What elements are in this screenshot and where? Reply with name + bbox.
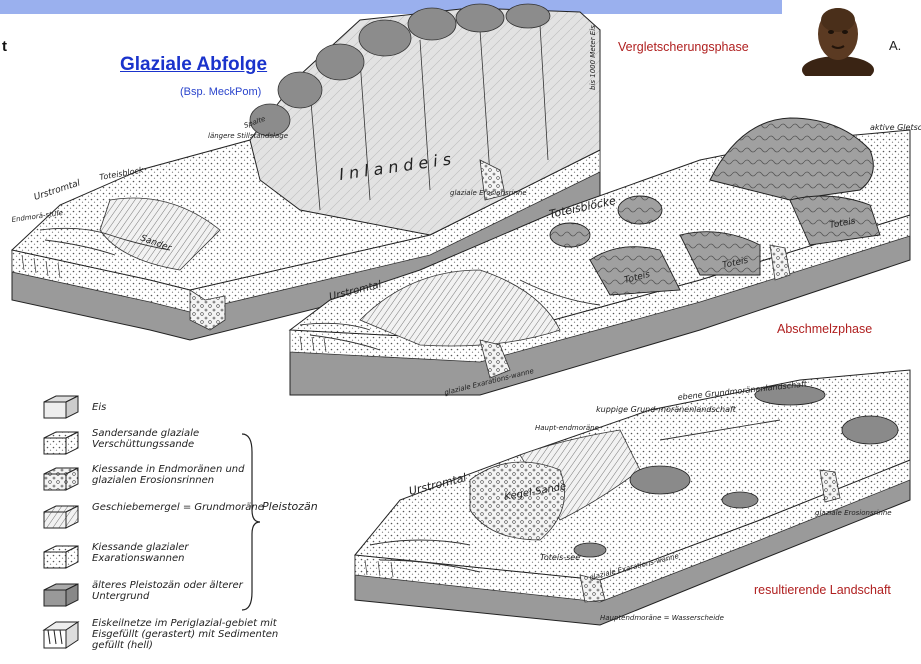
legend-item: Eis [40,392,280,424]
legend-swatch-exaration [40,542,84,572]
legend-swatch-eiskeile [40,618,84,652]
label-rinne-1: glaziale Erosionsrinne [450,189,527,197]
label-eisdicke: bis 1000 Meter Eis [589,25,597,90]
legend-item: Eiskeilnetze im Periglazial-gebiet mit E… [40,618,280,658]
legend-swatch-sander [40,428,84,458]
legend-text: Eiskeilnetze im Periglazial-gebiet mit E… [92,618,280,651]
label-aktive-zunge: aktive Gletscher-zunge [870,123,921,132]
legend-text: Geschiebemergel = Grundmoräne [92,502,264,513]
label-stillstandslage: längere Stillstandslage [208,132,288,140]
label-wasserscheide: Hauptendmoräne = Wasserscheide [600,614,724,622]
legend-text: Eis [92,402,106,413]
label-rinne-3: glaziale Erosionsrinne [815,509,892,517]
legend-group-label: Pleistozän [262,500,318,513]
label-toteissee: Toteis-see [540,553,580,562]
block-landscape: Urstromtal kuppige Grund-moränenlandscha… [355,370,910,625]
legend-swatch-untergrund [40,580,84,610]
legend-brace [240,432,260,612]
legend-swatch-grundmoraene [40,502,84,532]
label-kuppige: kuppige Grund-moränenlandschaft [596,405,737,414]
label-haupt-endmoraene: Haupt-endmoräne [535,424,599,432]
legend-swatch-ice [40,392,84,422]
legend-swatch-kies [40,464,84,494]
